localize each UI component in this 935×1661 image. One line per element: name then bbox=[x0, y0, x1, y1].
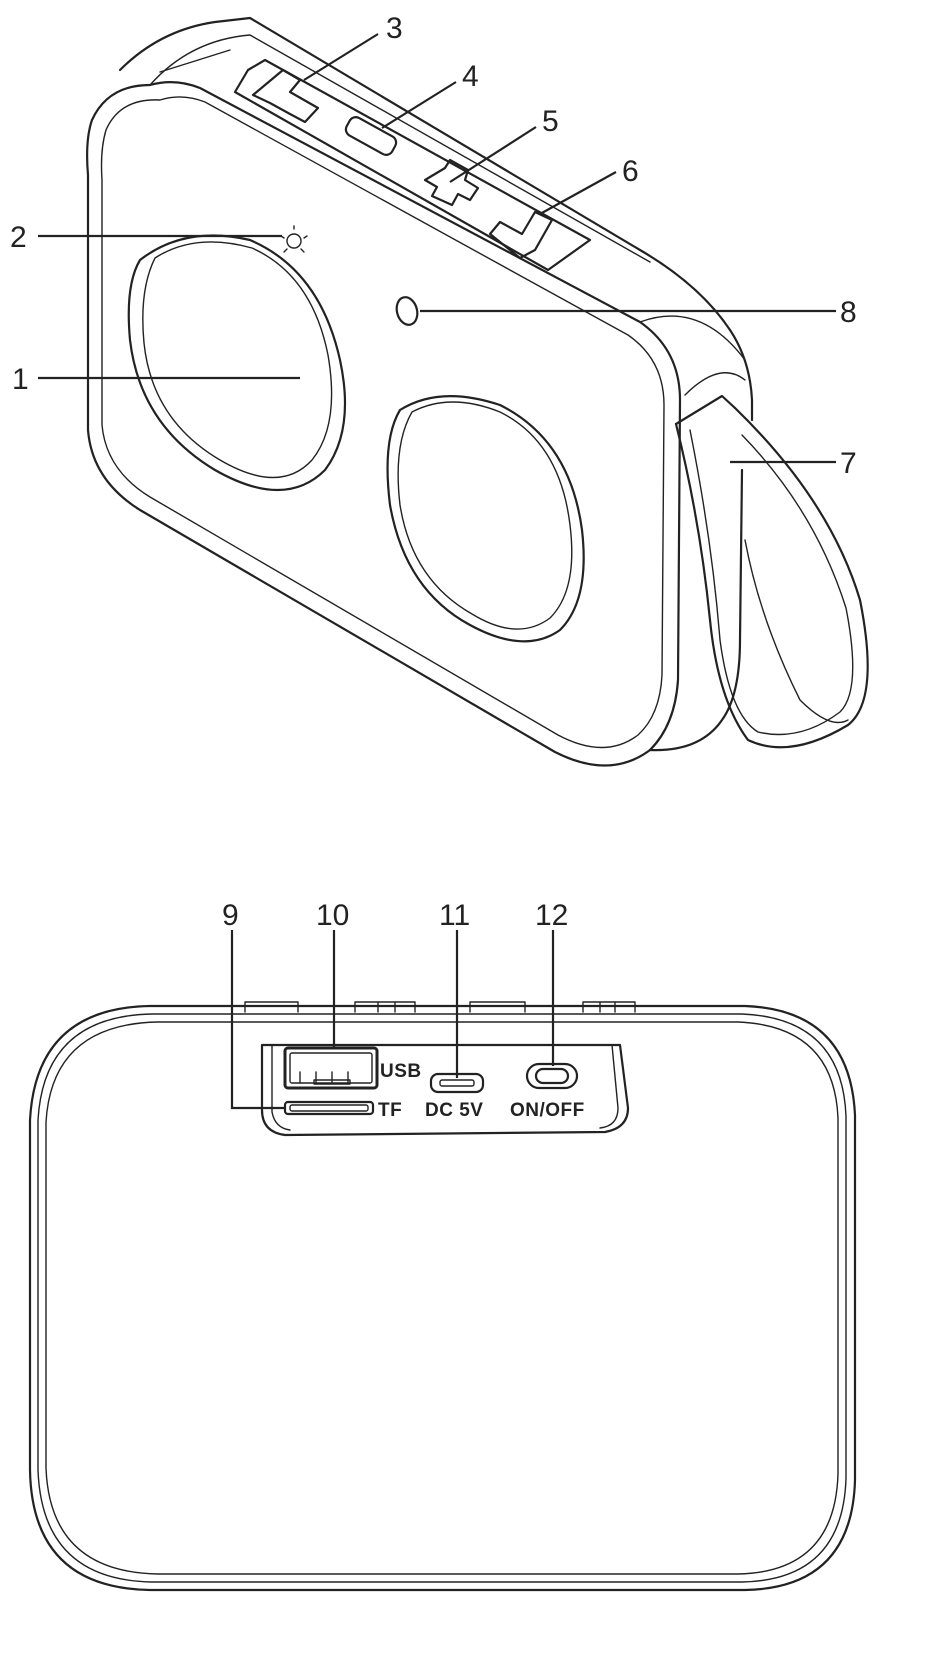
bottom-callout-numbers: 9 10 11 12 bbox=[222, 899, 568, 932]
port-panel bbox=[262, 1045, 628, 1135]
carry-strap bbox=[676, 396, 868, 747]
callout-1: 1 bbox=[12, 363, 29, 396]
usb-label: USB bbox=[380, 1061, 422, 1082]
left-speaker-driver bbox=[129, 236, 345, 491]
callout-10: 10 bbox=[316, 899, 349, 932]
callout-8: 8 bbox=[840, 296, 857, 329]
led-indicator-icon bbox=[281, 226, 307, 252]
callout-3: 3 bbox=[386, 12, 403, 45]
speaker-body-top-outline bbox=[30, 1006, 855, 1590]
callout-2: 2 bbox=[10, 221, 27, 254]
microphone-hole bbox=[394, 295, 421, 327]
speaker-perspective-view bbox=[87, 18, 868, 766]
callout-11: 11 bbox=[439, 899, 470, 932]
dc-5v-label: DC 5V bbox=[425, 1100, 483, 1121]
speaker-port-view: USB TF DC 5V ON/OFF bbox=[30, 1002, 855, 1590]
speaker-body-back bbox=[120, 18, 752, 420]
volume-down-button[interactable] bbox=[343, 115, 398, 158]
power-switch-label: ON/OFF bbox=[510, 1100, 585, 1121]
callout-7: 7 bbox=[840, 447, 857, 480]
top-callout-numbers: 2 1 3 4 5 6 8 7 bbox=[10, 12, 857, 480]
power-switch[interactable] bbox=[527, 1064, 577, 1088]
tf-label: TF bbox=[378, 1100, 402, 1121]
tf-card-slot bbox=[285, 1102, 373, 1114]
speaker-front-bezel bbox=[102, 97, 665, 748]
button-panel bbox=[235, 60, 590, 270]
usb-port bbox=[285, 1048, 377, 1088]
callout-9: 9 bbox=[222, 899, 239, 932]
callout-4: 4 bbox=[462, 60, 479, 93]
right-speaker-driver bbox=[388, 396, 584, 641]
volume-up-button[interactable] bbox=[425, 160, 478, 205]
callout-6: 6 bbox=[622, 155, 639, 188]
callout-5: 5 bbox=[542, 105, 559, 138]
next-button[interactable] bbox=[490, 212, 552, 258]
callout-12: 12 bbox=[535, 899, 568, 932]
